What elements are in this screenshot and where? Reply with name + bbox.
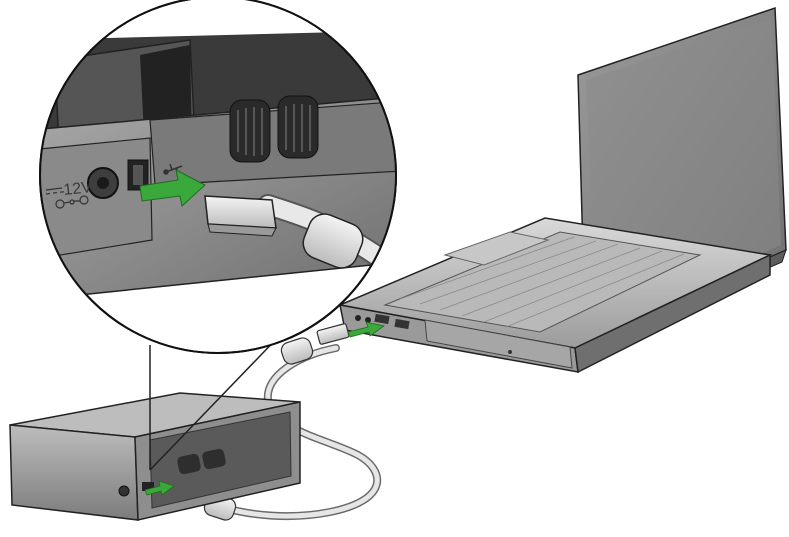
scanner xyxy=(9,392,301,521)
ferrite-bead-zoom xyxy=(302,213,364,269)
ferrite-bead-laptop xyxy=(280,337,314,365)
laptop-touchpad xyxy=(443,231,550,266)
connection-arrow-icon xyxy=(347,321,385,338)
connection-arrow-icon xyxy=(139,169,206,207)
polarity-symbol-icon xyxy=(55,195,89,209)
laptop xyxy=(337,6,787,374)
power-jack-icon xyxy=(118,485,130,497)
usb-plug-zoom xyxy=(204,195,277,229)
scanner-front xyxy=(9,424,139,521)
zoom-inset: 12V xyxy=(39,0,397,354)
power-rating-label: 12V xyxy=(63,179,93,199)
callout-leader xyxy=(149,329,286,471)
scanner-rollers xyxy=(229,95,319,163)
connection-arrow-icon xyxy=(144,480,175,496)
usb-plug-laptop xyxy=(316,323,350,345)
